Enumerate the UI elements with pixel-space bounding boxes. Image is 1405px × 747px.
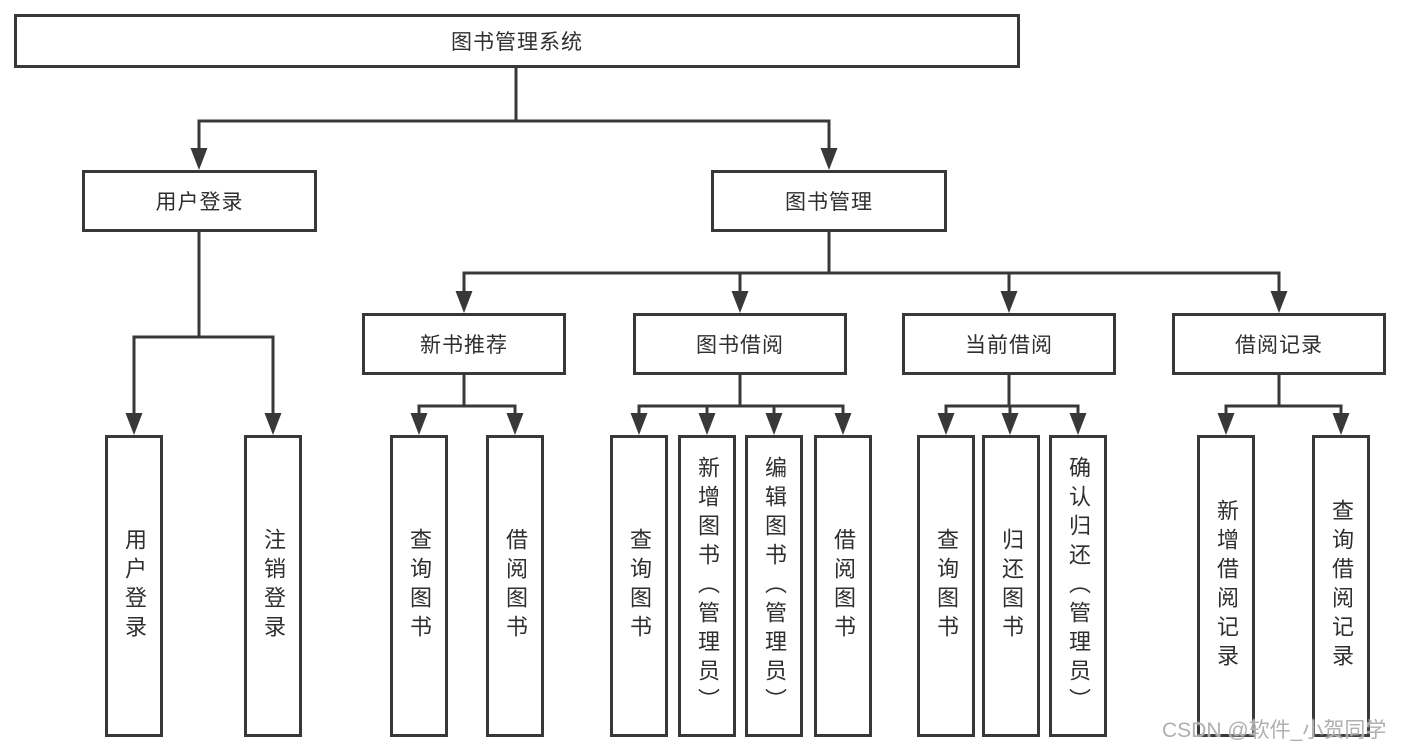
leaf-label: 查询图书: [934, 528, 959, 644]
node-borrowing-records: 借阅记录: [1172, 313, 1386, 375]
node-label: 图书管理系统: [451, 31, 583, 54]
leaf-query-books-recommend: 查询图书: [390, 435, 448, 737]
leaf-label: 新增图书（管理员）: [695, 455, 720, 717]
csdn-watermark: CSDN @软件_小贺同学: [1162, 719, 1387, 742]
leaf-label: 新增借阅记录: [1214, 499, 1239, 673]
node-label: 图书管理: [785, 191, 873, 214]
leaf-label: 编辑图书（管理员）: [762, 455, 787, 717]
leaf-borrow-books-borrowing: 借阅图书: [814, 435, 872, 737]
leaf-return-books: 归还图书: [982, 435, 1040, 737]
leaf-confirm-return-admin: 确认归还（管理员）: [1049, 435, 1107, 737]
leaf-label: 归还图书: [999, 528, 1024, 644]
node-label: 新书推荐: [420, 334, 508, 357]
node-label: 图书借阅: [696, 334, 784, 357]
leaf-label: 用户登录: [122, 528, 147, 644]
node-current-borrowing: 当前借阅: [902, 313, 1116, 375]
node-book-management-system: 图书管理系统: [14, 14, 1020, 68]
node-new-book-recommend: 新书推荐: [362, 313, 566, 375]
leaf-add-book-admin: 新增图书（管理员）: [678, 435, 736, 737]
leaf-label: 借阅图书: [831, 528, 856, 644]
leaf-label: 注销登录: [261, 528, 286, 644]
leaf-label: 查询图书: [407, 528, 432, 644]
node-label: 当前借阅: [965, 334, 1053, 357]
leaf-user-login: 用户登录: [105, 435, 163, 737]
node-book-management: 图书管理: [711, 170, 947, 232]
leaf-label: 借阅图书: [503, 528, 528, 644]
leaf-edit-book-admin: 编辑图书（管理员）: [745, 435, 803, 737]
leaf-borrow-books-recommend: 借阅图书: [486, 435, 544, 737]
node-label: 借阅记录: [1235, 334, 1323, 357]
leaf-query-borrow-record: 查询借阅记录: [1312, 435, 1370, 737]
leaf-query-books-current: 查询图书: [917, 435, 975, 737]
node-user-login: 用户登录: [82, 170, 317, 232]
node-label: 用户登录: [155, 191, 244, 214]
leaf-label: 查询图书: [627, 528, 652, 644]
leaf-add-borrow-record: 新增借阅记录: [1197, 435, 1255, 737]
leaf-label: 查询借阅记录: [1329, 499, 1354, 673]
leaf-label: 确认归还（管理员）: [1066, 455, 1091, 717]
leaf-logout: 注销登录: [244, 435, 302, 737]
arrowheads: [125, 148, 1350, 435]
node-book-borrowing: 图书借阅: [633, 313, 847, 375]
leaf-query-books-borrowing: 查询图书: [610, 435, 668, 737]
